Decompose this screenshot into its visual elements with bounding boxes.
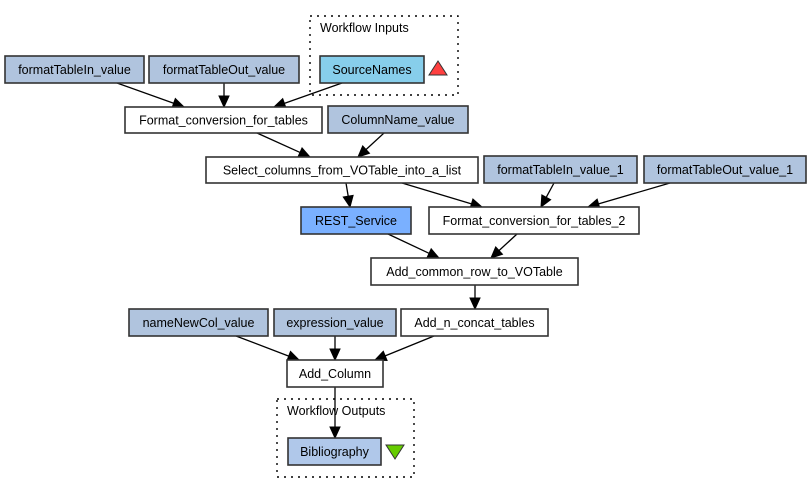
node-formattablein-value-1[interactable]: formatTableIn_value_1 <box>483 155 638 184</box>
node-box[interactable] <box>319 55 425 84</box>
arrowhead-icon <box>490 245 504 259</box>
node-box[interactable] <box>4 55 145 84</box>
edge-format-conversion-for-tables-2-to-add-common-row-to-votable <box>490 233 518 259</box>
edge-line <box>235 335 289 357</box>
node-label: expression_value <box>286 316 383 330</box>
node-sourcenames[interactable]: SourceNames <box>319 55 425 84</box>
edge-format-conversion-for-tables-to-select-columns-from-votable-into-a-list <box>256 132 312 158</box>
node-box[interactable] <box>287 437 382 466</box>
node-formattableout-value-1[interactable]: formatTableOut_value_1 <box>643 155 807 184</box>
edge-columnname-value-to-select-columns-from-votable-into-a-list <box>357 132 385 158</box>
node-expression-value[interactable]: expression_value <box>273 308 397 337</box>
arrowhead-icon <box>329 426 341 440</box>
node-formattablein-value[interactable]: formatTableIn_value <box>4 55 145 84</box>
edge-line <box>384 335 435 357</box>
edge-formattablein-value-to-format-conversion-for-tables <box>116 82 186 109</box>
edge-namenewcol-value-to-add-column <box>235 335 301 362</box>
node-label: Format_conversion_for_tables <box>139 114 308 128</box>
node-add-common-row-to-votable[interactable]: Add_common_row_to_VOTable <box>370 257 579 286</box>
edge-add-n-concat-tables-to-add-column <box>373 335 435 362</box>
edge-add-column-to-bibliography <box>329 387 341 440</box>
node-box[interactable] <box>400 308 549 337</box>
arrowhead-icon <box>469 297 481 311</box>
edge-formattablein-value-1-to-format-conversion-for-tables-2 <box>540 182 555 209</box>
arrowhead-icon <box>357 144 371 158</box>
node-box[interactable] <box>128 308 269 337</box>
node-label: Bibliography <box>300 445 370 459</box>
edge-sourcenames-to-format-conversion-for-tables <box>272 82 343 109</box>
arrowhead-icon <box>329 348 341 362</box>
node-box[interactable] <box>286 359 384 388</box>
node-select-columns-from-votable-into-a-list[interactable]: Select_columns_from_VOTable_into_a_list <box>205 156 479 184</box>
arrowhead-icon <box>297 146 312 158</box>
node-label: formatTableOut_value_1 <box>657 163 793 177</box>
node-format-conversion-for-tables[interactable]: Format_conversion_for_tables <box>124 106 323 134</box>
node-box[interactable] <box>643 155 807 184</box>
node-box[interactable] <box>124 106 323 134</box>
edge-line <box>401 182 472 205</box>
node-namenewcol-value[interactable]: nameNewCol_value <box>128 308 269 337</box>
edge-formattableout-value-to-format-conversion-for-tables <box>218 83 230 109</box>
cluster-workflow-inputs: Workflow Inputs <box>309 15 459 96</box>
edge-add-common-row-to-votable-to-add-n-concat-tables <box>469 285 481 311</box>
node-box[interactable] <box>273 308 397 337</box>
node-label: nameNewCol_value <box>143 316 255 330</box>
output-port-triangle-icon <box>385 444 405 460</box>
node-label: formatTableIn_value <box>18 63 131 77</box>
node-formattableout-value[interactable]: formatTableOut_value <box>148 55 300 84</box>
node-bibliography[interactable]: Bibliography <box>287 437 382 466</box>
node-label: Add_Column <box>299 367 371 381</box>
node-label: formatTableOut_value <box>163 63 285 77</box>
node-add-column[interactable]: Add_Column <box>286 359 384 388</box>
node-box[interactable] <box>428 206 640 235</box>
node-add-n-concat-tables[interactable]: Add_n_concat_tables <box>400 308 549 337</box>
node-box[interactable] <box>327 105 469 134</box>
node-label: Add_n_concat_tables <box>414 316 534 330</box>
edge-line <box>387 233 430 254</box>
arrowhead-icon <box>426 247 441 259</box>
node-label: SourceNames <box>332 63 411 77</box>
edge-select-columns-from-votable-into-a-list-to-format-conversion-for-tables-2 <box>401 182 484 210</box>
node-box[interactable] <box>370 257 579 286</box>
node-label: formatTableIn_value_1 <box>497 163 624 177</box>
node-label: Select_columns_from_VOTable_into_a_list <box>223 164 462 178</box>
node-box[interactable] <box>205 156 479 184</box>
edge-formattableout-value-1-to-format-conversion-for-tables-2 <box>586 182 671 210</box>
node-box[interactable] <box>148 55 300 84</box>
edge-line <box>345 182 349 197</box>
node-label: ColumnName_value <box>341 113 454 127</box>
arrowhead-icon <box>342 194 354 209</box>
edge-line <box>498 233 518 252</box>
edge-rest-service-to-add-common-row-to-votable <box>387 233 441 259</box>
node-box[interactable] <box>300 206 412 235</box>
node-label: REST_Service <box>315 214 397 228</box>
arrowhead-icon <box>373 350 388 362</box>
edge-select-columns-from-votable-into-a-list-to-rest-service <box>342 182 354 209</box>
arrowhead-icon <box>540 194 552 209</box>
edge-expression-value-to-add-column <box>329 336 341 362</box>
edge-line <box>116 82 174 104</box>
node-label: Format_conversion_for_tables_2 <box>443 214 626 228</box>
arrowhead-icon <box>218 95 230 109</box>
edge-line <box>284 82 343 104</box>
node-rest-service[interactable]: REST_Service <box>300 206 412 235</box>
node-format-conversion-for-tables-2[interactable]: Format_conversion_for_tables_2 <box>428 206 640 235</box>
edge-line <box>598 182 671 205</box>
edge-line <box>545 182 555 198</box>
cluster-border <box>309 15 459 96</box>
edge-line <box>365 132 385 151</box>
cluster-label: Workflow Inputs <box>320 21 409 35</box>
node-label: Add_common_row_to_VOTable <box>386 265 563 279</box>
cluster-workflow-outputs: Workflow Outputs <box>276 398 415 478</box>
node-columnname-value[interactable]: ColumnName_value <box>327 105 469 134</box>
input-port-triangle-icon <box>428 60 448 76</box>
edge-line <box>256 132 301 154</box>
node-box[interactable] <box>483 155 638 184</box>
cluster-label: Workflow Outputs <box>287 404 385 418</box>
cluster-border <box>276 398 415 478</box>
